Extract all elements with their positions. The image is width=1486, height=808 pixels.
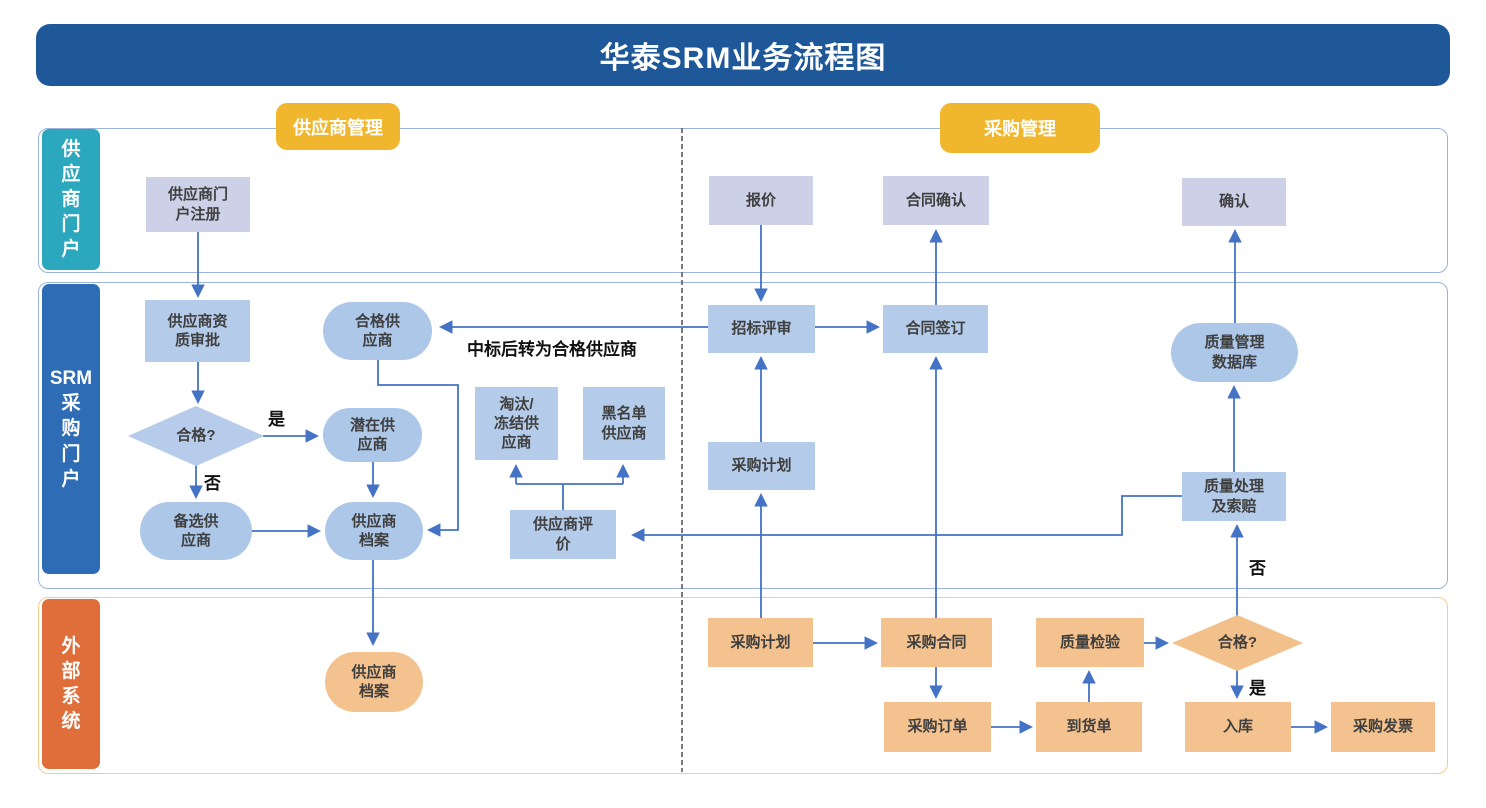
diagram-title: 华泰SRM业务流程图 [36,24,1450,86]
node-alternative-supplier: 备选供 应商 [140,502,252,560]
node-supplier-archive-srm: 供应商 档案 [325,502,423,560]
node-qualification-approval: 供应商资 质审批 [145,300,250,362]
node-supplier-evaluation: 供应商评 价 [510,510,616,559]
node-purchase-invoice: 采购发票 [1331,702,1435,752]
node-purchase-plan-external: 采购计划 [708,618,813,667]
lane-label-external-system: 外 部 系 统 [42,599,100,769]
node-quote: 报价 [709,176,813,225]
label-yes-2: 是 [1249,679,1266,698]
label-no-1: 否 [204,474,221,493]
section-header-procurement-management: 采购管理 [940,103,1100,153]
node-contract-confirm: 合同确认 [883,176,989,225]
section-header-supplier-management: 供应商管理 [276,103,400,150]
node-potential-supplier: 潜在供 应商 [323,408,422,462]
annotation-win-bid-note: 中标后转为合格供应商 [467,340,637,359]
node-qualified-supplier: 合格供 应商 [323,302,432,360]
node-delivery-note: 到货单 [1036,702,1142,752]
label-yes-1: 是 [268,410,285,429]
node-eliminate-freeze-supplier: 淘汰/ 冻结供 应商 [475,387,558,460]
node-supplier-portal-register: 供应商门 户注册 [146,177,250,232]
node-bid-review: 招标评审 [708,305,815,353]
node-contract-sign: 合同签订 [883,305,988,353]
node-supplier-archive-external: 供应商 档案 [325,652,423,712]
lane-label-srm-portal: SRM 采 购 门 户 [42,284,100,574]
label-no-2: 否 [1249,559,1266,578]
node-warehouse-in: 入库 [1185,702,1291,752]
node-quality-claim: 质量处理 及索赔 [1182,472,1286,521]
node-purchase-plan-srm: 采购计划 [708,442,815,490]
lane-label-supplier-portal: 供 应 商 门 户 [42,129,100,270]
node-confirm: 确认 [1182,178,1286,226]
node-blacklist-supplier: 黑名单 供应商 [583,387,665,460]
node-purchase-order: 采购订单 [884,702,991,752]
node-quality-management-db: 质量管理 数据库 [1171,323,1298,382]
node-quality-inspection: 质量检验 [1036,618,1144,667]
node-purchase-contract: 采购合同 [881,618,992,667]
